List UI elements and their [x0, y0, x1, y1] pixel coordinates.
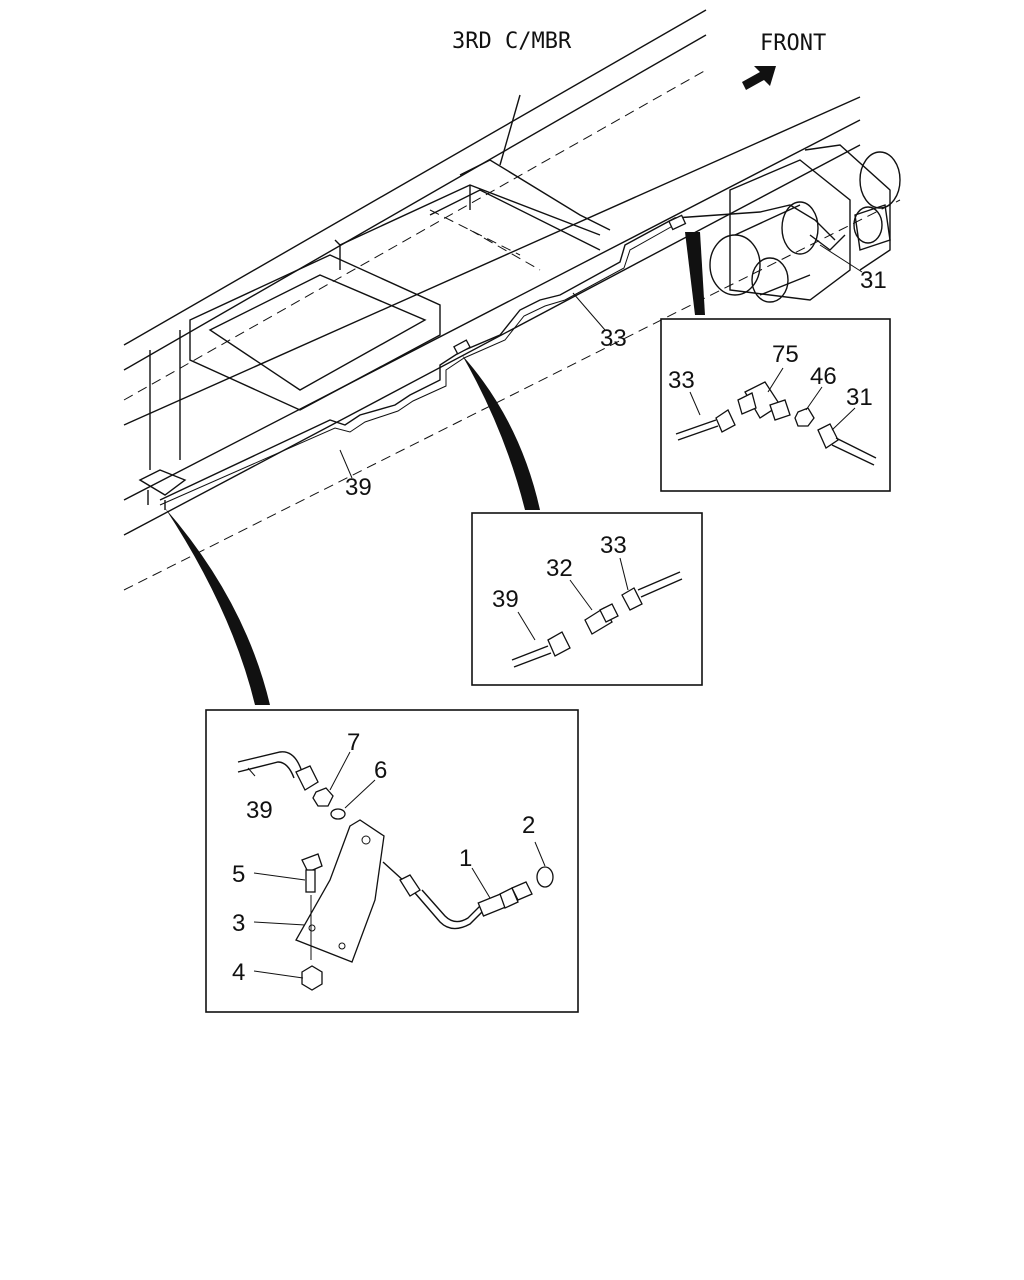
- inset-a-callout-31: 31: [846, 384, 873, 411]
- callout-33: 33: [600, 325, 627, 352]
- inset-a-callout-33: 33: [668, 367, 695, 394]
- inset-c-callout-3: 3: [232, 910, 245, 937]
- inset-b: [471, 512, 703, 686]
- inset-c-callout-4: 4: [232, 959, 245, 986]
- inset-a-callout-46: 46: [810, 363, 837, 390]
- callout-wedge-c: [165, 508, 270, 705]
- inset-a-callout-75: 75: [772, 341, 799, 368]
- chassis-frame: [123, 9, 901, 591]
- leader-31: [819, 244, 863, 273]
- inset-c-callout-2: 2: [522, 812, 535, 839]
- callout-31: 31: [860, 267, 887, 294]
- leader-39: [339, 449, 353, 479]
- front-arrow-icon: [742, 66, 776, 90]
- front-label: FRONT: [760, 31, 826, 56]
- member-label: 3RD C/MBR: [452, 29, 572, 54]
- inset-c-callout-6: 6: [374, 757, 387, 784]
- inset-c-callout-1: 1: [459, 845, 472, 872]
- callout-wedge-b: [462, 355, 540, 510]
- inset-b-callout-33: 33: [600, 532, 627, 559]
- brake-pipe: [138, 204, 846, 510]
- inset-c: [205, 709, 579, 1013]
- inset-b-callout-39: 39: [492, 586, 519, 613]
- inset-b-callout-32: 32: [546, 555, 573, 582]
- inset-c-callout-5: 5: [232, 861, 245, 888]
- inset-c-callout-7: 7: [347, 729, 360, 756]
- callout-wedge-a: [685, 232, 705, 315]
- leader-33: [572, 292, 606, 331]
- callout-39: 39: [345, 474, 372, 501]
- inset-a: [660, 318, 891, 492]
- inset-c-callout-39: 39: [246, 797, 273, 824]
